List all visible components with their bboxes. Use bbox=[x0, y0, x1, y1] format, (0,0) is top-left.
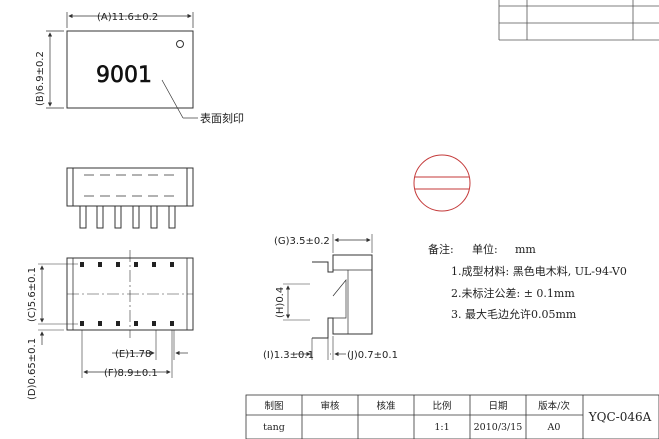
unit-label: 单位: bbox=[472, 242, 498, 256]
marking-note: 表面刻印 bbox=[200, 111, 244, 125]
side-view: (G)3.5±0.2 (H)0.4 (I)1.3±0.1 (J)0.7±0.1 bbox=[263, 234, 398, 361]
dim-i-label: (I)1.3±0.1 bbox=[263, 350, 314, 361]
revision-table bbox=[498, 0, 659, 41]
tb-header-drawn: 制图 bbox=[264, 400, 283, 412]
tb-header-version: 版本/次 bbox=[538, 400, 570, 412]
tb-header-checked: 审核 bbox=[320, 400, 340, 412]
note-line-2: 2.未标注公差: ± 0.1mm bbox=[451, 286, 575, 300]
notes-block: 备注: 单位: mm 1.成型材料: 黑色电木料, UL-94-V0 2.未标注… bbox=[428, 242, 627, 321]
dim-j-label: (J)0.7±0.1 bbox=[347, 350, 398, 361]
tb-header-scale: 比例 bbox=[432, 400, 451, 412]
component-body-top bbox=[66, 30, 194, 109]
bottom-view: (C)5.6±0.1 (D)0.65±0.1 (E)1.78 (F)8.9±0.… bbox=[27, 250, 194, 400]
dim-f-label: (F)8.9±0.1 bbox=[104, 368, 158, 379]
tb-value-date: 2010/3/15 bbox=[474, 422, 523, 433]
dim-b-label: (B)6.9±0.2 bbox=[35, 51, 46, 106]
marking-text: 9001 bbox=[96, 63, 152, 88]
top-view: (A)11.6±0.2 (B)6.9±0.2 9001 表面刻印 bbox=[35, 12, 244, 125]
tb-header-date: 日期 bbox=[488, 401, 507, 412]
dim-d-label: (D)0.65±0.1 bbox=[27, 338, 38, 400]
dim-g-label: (G)3.5±0.2 bbox=[274, 236, 330, 247]
note-line-3: 3. 最大毛边允许0.05mm bbox=[451, 307, 577, 321]
dim-a-label: (A)11.6±0.2 bbox=[97, 12, 158, 23]
tb-value-drawn: tang bbox=[263, 422, 285, 433]
marking-leader bbox=[161, 79, 184, 119]
tb-value-version: A0 bbox=[547, 422, 561, 433]
front-view bbox=[66, 167, 194, 229]
projection-symbol bbox=[413, 154, 471, 212]
dim-e-label: (E)1.78 bbox=[115, 349, 151, 360]
tb-header-approved: 核准 bbox=[376, 400, 396, 412]
pin1-dot bbox=[176, 40, 184, 48]
unit-value: mm bbox=[515, 243, 536, 256]
dim-h-label: (H)0.4 bbox=[275, 287, 286, 318]
note-line-1: 1.成型材料: 黑色电木料, UL-94-V0 bbox=[451, 264, 627, 278]
tb-value-scale: 1:1 bbox=[434, 422, 449, 433]
notes-heading: 备注: bbox=[428, 242, 454, 256]
dim-c-label: (C)5.6±0.1 bbox=[27, 267, 38, 322]
title-block: 制图 审核 核准 比例 日期 版本/次 tang 1:1 2010/3/15 A… bbox=[245, 394, 659, 439]
drawing-number: YQC-046A bbox=[588, 410, 652, 424]
